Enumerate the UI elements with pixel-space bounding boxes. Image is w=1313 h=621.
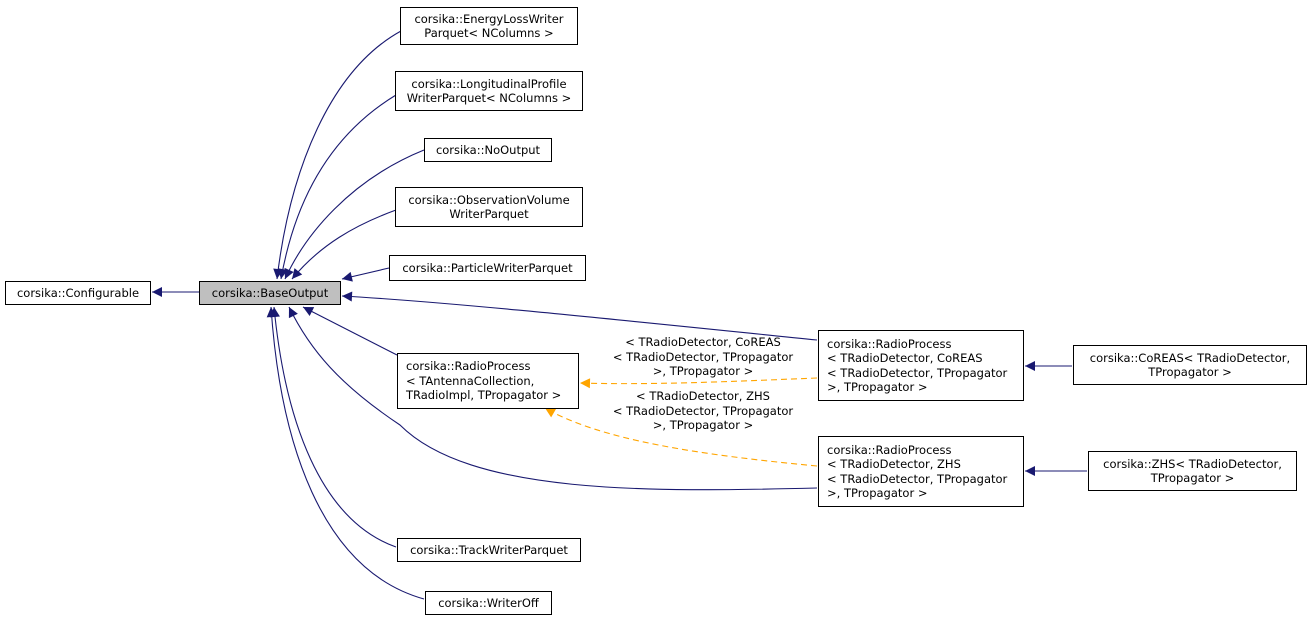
node-radio-process-coreas-line: < TRadioDetector, CoREAS (827, 351, 983, 365)
node-coreas-line: TPropagator > (1148, 365, 1232, 379)
node-track-writer-parquet[interactable]: corsika::TrackWriterParquet (397, 538, 581, 562)
edge-particle-baseoutput (341, 267, 390, 282)
node-radio-process-zhs-line: < TRadioDetector, TPropagator (827, 471, 1008, 486)
node-particle-writer-parquet[interactable]: corsika::ParticleWriterParquet (389, 255, 586, 281)
edge-template-zhs (544, 407, 818, 467)
node-radio-process-coreas-line: < TRadioDetector, TPropagator (827, 365, 1008, 380)
edge-label-zhs-line: < TRadioDetector, TPropagator (612, 403, 794, 418)
node-coreas[interactable]: corsika::CoREAS< TRadioDetector,TPropaga… (1073, 345, 1307, 385)
edge-observation-baseoutput (291, 209, 397, 280)
edge-radiozhs-baseoutput (288, 306, 818, 491)
node-zhs-line: corsika::ZHS< TRadioDetector, (1103, 456, 1282, 471)
node-energy-loss-writer-parquet-line: Parquet< NColumns > (424, 26, 554, 40)
node-zhs[interactable]: corsika::ZHS< TRadioDetector,TPropagator… (1088, 451, 1297, 491)
node-coreas-line: corsika::CoREAS< TRadioDetector, (1089, 350, 1291, 365)
node-radio-process-generic-line: < TAntennaCollection, (406, 373, 535, 388)
node-radio-process-generic-line: corsika::RadioProcess (406, 359, 531, 374)
edge-track-baseoutput (269, 306, 397, 548)
edge-longitudinal-baseoutput (277, 94, 397, 280)
edge-label-coreas: < TRadioDetector, CoREAS< TRadioDetector… (603, 335, 803, 379)
edge-label-zhs: < TRadioDetector, ZHS< TRadioDetector, T… (603, 389, 803, 433)
node-radio-process-coreas[interactable]: corsika::RadioProcess< TRadioDetector, C… (818, 330, 1024, 401)
node-radio-process-coreas-line: >, TPropagator > (827, 380, 928, 394)
node-radio-process-zhs-line: corsika::RadioProcess (827, 442, 952, 457)
node-radio-process-zhs[interactable]: corsika::RadioProcess< TRadioDetector, Z… (818, 436, 1024, 507)
node-radio-process-zhs-line: < TRadioDetector, ZHS (827, 457, 961, 471)
node-longitudinal-profile-writer-parquet-line: corsika::LongitudinalProfile (411, 76, 567, 91)
edge-radiocoreas-baseoutput (341, 291, 818, 341)
edge-writeroff-baseoutput (266, 306, 425, 600)
node-particle-writer-parquet-line: corsika::ParticleWriterParquet (402, 260, 573, 275)
node-zhs-line: TPropagator > (1150, 471, 1235, 485)
node-energy-loss-writer-parquet-line: corsika::EnergyLossWriter (414, 11, 564, 26)
node-writer-off-line: corsika::WriterOff (438, 595, 539, 610)
node-writer-off[interactable]: corsika::WriterOff (425, 591, 552, 615)
edge-label-coreas-line: < TRadioDetector, CoREAS (625, 335, 781, 349)
node-longitudinal-profile-writer-parquet-line: WriterParquet< NColumns > (406, 91, 572, 105)
node-radio-process-generic[interactable]: corsika::RadioProcess< TAntennaCollectio… (397, 353, 579, 409)
node-radio-process-zhs-line: >, TPropagator > (827, 486, 928, 500)
node-radio-process-generic-line: TRadioImpl, TPropagator > (406, 388, 562, 403)
node-track-writer-parquet-line: corsika::TrackWriterParquet (410, 542, 568, 557)
edge-label-coreas-line: >, TPropagator > (652, 364, 754, 378)
edge-nooutput-baseoutput (284, 149, 425, 280)
node-observation-volume-writer-parquet-line: corsika::ObservationVolume (408, 192, 570, 207)
node-radio-process-coreas-line: corsika::RadioProcess (827, 336, 952, 351)
node-base-output-line: corsika::BaseOutput (211, 285, 329, 300)
edge-radioplain-baseoutput (302, 306, 398, 356)
node-configurable[interactable]: corsika::Configurable (5, 281, 151, 305)
edge-label-coreas-line: < TRadioDetector, TPropagator (612, 349, 794, 364)
edge-label-zhs-line: >, TPropagator > (652, 418, 754, 432)
edge-energyloss-baseoutput (273, 30, 402, 280)
node-no-output-line: corsika::NoOutput (435, 142, 541, 157)
edge-template-coreas (579, 377, 818, 389)
edge-label-zhs-line: < TRadioDetector, ZHS (636, 389, 770, 403)
node-observation-volume-writer-parquet-line: WriterParquet (449, 207, 529, 221)
node-configurable-line: corsika::Configurable (16, 285, 140, 300)
node-no-output[interactable]: corsika::NoOutput (424, 138, 552, 162)
node-base-output: corsika::BaseOutput (199, 281, 341, 305)
